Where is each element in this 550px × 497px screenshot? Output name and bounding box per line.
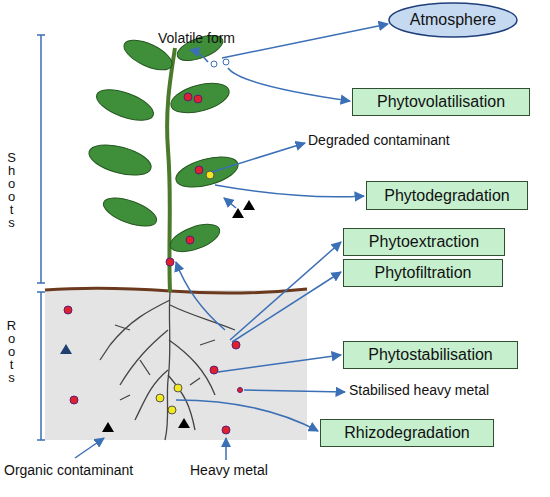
- leader-lines: [75, 24, 388, 460]
- roots-bracket: [37, 292, 45, 440]
- dot: [238, 388, 243, 393]
- root: [170, 305, 235, 330]
- triangle: [232, 208, 244, 218]
- leader: [176, 262, 225, 330]
- dot: [210, 366, 218, 374]
- dot: [222, 426, 230, 434]
- triangle: [60, 344, 72, 354]
- node-text: Phytovolatilisation: [377, 93, 505, 111]
- dot: [156, 394, 164, 402]
- leader: [215, 185, 364, 197]
- organic-triangles: [60, 200, 255, 432]
- ellipse-shape: [389, 3, 517, 37]
- leaves: [86, 30, 242, 257]
- bubble: [223, 59, 229, 65]
- root: [110, 300, 170, 345]
- roots-drawing: [100, 292, 235, 440]
- dot: [186, 236, 194, 244]
- triangle: [102, 422, 114, 432]
- leaf: [168, 78, 233, 119]
- bracket-label: Roots: [4, 318, 19, 383]
- leaf: [167, 219, 223, 257]
- degraded-dots: [156, 171, 214, 414]
- leader: [190, 50, 208, 62]
- annotation-label: Stabilised heavy metal: [349, 382, 489, 398]
- leaf: [173, 151, 242, 193]
- leader: [224, 198, 236, 208]
- bubble: [211, 61, 217, 67]
- stem: [167, 48, 175, 292]
- dot: [174, 384, 182, 392]
- node-text: Phytofiltration: [375, 264, 472, 282]
- node-text: Phytostabilisation: [368, 346, 493, 364]
- leader: [230, 242, 341, 340]
- process-box: Phytodegradation: [366, 181, 528, 210]
- node-text: Rhizodegradation: [344, 424, 469, 442]
- leaf: [86, 139, 155, 181]
- dot: [232, 341, 240, 349]
- dot: [166, 258, 174, 266]
- leader: [222, 24, 388, 58]
- dot: [70, 396, 78, 404]
- annotation-label: Organic contaminant: [4, 462, 133, 478]
- triangle: [178, 418, 190, 428]
- node-text: Phytoextraction: [369, 233, 479, 251]
- bubbles: [211, 59, 229, 67]
- annotation-label: Heavy metal: [190, 462, 268, 478]
- leaf: [100, 192, 160, 232]
- root: [135, 370, 168, 420]
- heavy-metal-dots: [64, 93, 243, 434]
- dot: [195, 166, 203, 174]
- rootlets: [100, 325, 215, 400]
- leader: [218, 355, 341, 372]
- node-text: Phytodegradation: [384, 187, 509, 205]
- dot: [168, 406, 176, 414]
- annotation-label: Volatile form: [158, 30, 235, 46]
- annotation-label: Degraded contaminant: [308, 132, 450, 148]
- process-box: Rhizodegradation: [320, 419, 494, 447]
- leader: [244, 390, 345, 392]
- leader: [75, 438, 104, 458]
- leader: [212, 143, 305, 172]
- triangle: [243, 200, 255, 210]
- node-text: Atmosphere: [410, 11, 496, 29]
- root: [169, 340, 215, 395]
- process-box: Phytostabilisation: [343, 341, 518, 369]
- soil-line: [45, 288, 307, 293]
- bracket-label: Shoots: [4, 150, 19, 228]
- ellipse-node: Atmosphere: [388, 2, 518, 38]
- leader: [228, 68, 350, 101]
- root: [168, 375, 195, 430]
- leaf: [93, 83, 158, 126]
- leader: [225, 438, 227, 460]
- dot: [194, 95, 202, 103]
- leader: [232, 272, 341, 342]
- shoots-bracket: [37, 35, 45, 283]
- process-box: Phytofiltration: [343, 259, 503, 287]
- process-box: Phytoextraction: [343, 228, 505, 256]
- root: [165, 292, 170, 440]
- dot: [184, 93, 192, 101]
- process-box: Phytovolatilisation: [352, 88, 530, 116]
- leader: [176, 400, 318, 431]
- dot: [64, 306, 72, 314]
